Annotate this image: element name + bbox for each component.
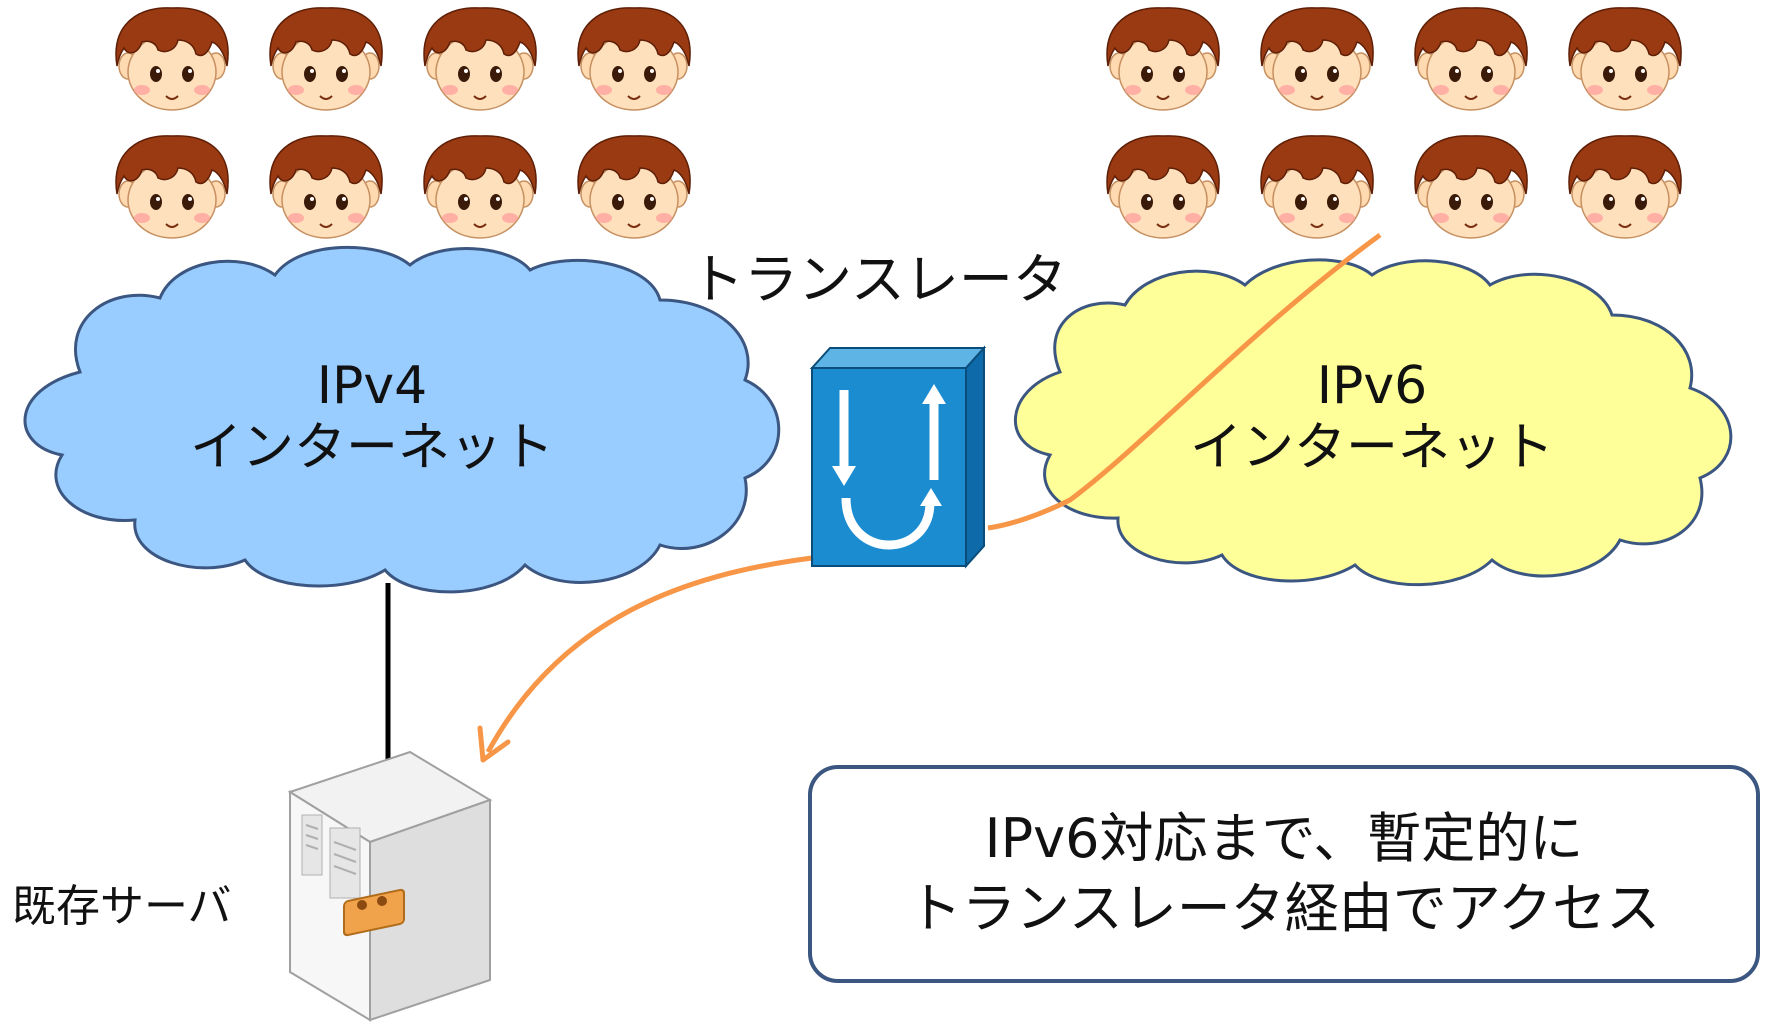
note-callout-line1: IPv6対応まで、暫定的に: [984, 807, 1584, 870]
user-face-icon: [1106, 6, 1221, 111]
user-face-icon: [1414, 134, 1529, 239]
note-callout-line2: トランスレータ経由でアクセス: [907, 877, 1661, 940]
ipv6-to-translator-path: [987, 232, 1382, 531]
ipv6-users-group: [1106, 6, 1683, 239]
user-face-icon: [269, 6, 384, 111]
user-face-icon: [423, 134, 538, 239]
user-face-icon: [1414, 6, 1529, 111]
server-label: 既存サーバ: [12, 881, 232, 932]
ipv4-cloud: [23, 245, 781, 594]
translator-to-server-path: [485, 555, 813, 754]
note-callout: IPv6対応まで、暫定的に トランスレータ経由でアクセス: [808, 765, 1760, 983]
translator-title: トランスレータ: [690, 248, 1067, 311]
user-face-icon: [269, 134, 384, 239]
translator-device-icon: [809, 345, 987, 569]
server-icon: [287, 750, 493, 1022]
user-face-icon: [1106, 134, 1221, 239]
user-face-icon: [577, 6, 692, 111]
ipv6-cloud-label-line1: IPv6: [1316, 356, 1428, 416]
user-face-icon: [423, 6, 538, 111]
user-face-icon: [1568, 6, 1683, 111]
ipv4-cloud-label-line1: IPv4: [316, 356, 428, 416]
user-face-icon: [115, 6, 230, 111]
arrowhead: [477, 725, 511, 763]
user-face-icon: [1260, 6, 1375, 111]
user-face-icon: [115, 134, 230, 239]
ipv4-cloud-label-line2: インターネット: [189, 418, 554, 478]
ipv4-cloud-label: IPv4 インターネット: [152, 355, 592, 479]
user-face-icon: [1260, 134, 1375, 239]
ipv6-cloud-label-line2: インターネット: [1189, 418, 1554, 478]
ipv4-users-group: [115, 6, 692, 239]
user-face-icon: [577, 134, 692, 239]
user-face-icon: [1568, 134, 1683, 239]
ipv6-cloud-label: IPv6 インターネット: [1152, 355, 1592, 479]
ipv6-cloud: [1013, 258, 1733, 587]
